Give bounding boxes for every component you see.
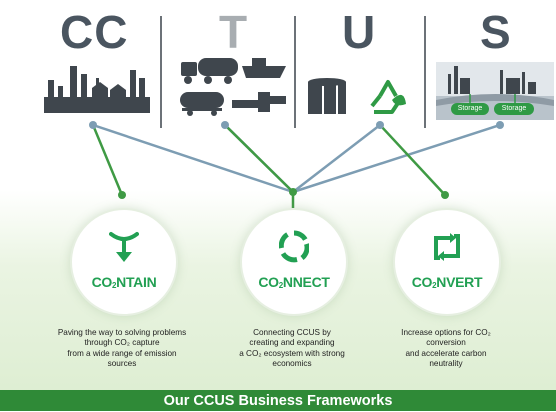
connection-lines	[91, 123, 501, 208]
framework-connect: CO2NNECT	[240, 208, 348, 316]
framework-contain-label: CO2NTAIN	[91, 274, 157, 290]
framework-connect-label: CO2NNECT	[258, 274, 330, 290]
industrial-plant-icon	[44, 66, 150, 113]
framework-convert-description: Increase options for CO₂ conversion and …	[401, 328, 491, 369]
stage-letter-cc: CC	[60, 6, 129, 58]
framework-connect-description: Connecting CCUS by creating and expandin…	[239, 328, 345, 369]
framework-convert-label: CO2NVERT	[411, 274, 483, 290]
transport-truck-ship-pipeline-icon	[180, 58, 286, 116]
stage-letter-s: S	[480, 6, 512, 58]
divider-3	[424, 16, 426, 128]
capture-arrow-icon	[109, 232, 139, 262]
convert-arrows-icon	[434, 233, 460, 261]
framework-contain-description: Paving the way to solving problems throu…	[57, 328, 187, 369]
divider-2	[294, 16, 296, 128]
storage-label-1: Storage	[457, 105, 483, 112]
framework-contain: CO2NTAIN	[70, 208, 178, 316]
offshore-storage-icon	[436, 62, 554, 120]
storage-label-2: Storage	[501, 105, 527, 112]
connection-nodes	[89, 121, 504, 199]
stage-letter-t: T	[219, 6, 249, 58]
divider-1	[160, 16, 162, 128]
stage-letters: CC T U S	[0, 4, 556, 64]
framework-convert: CO2NVERT	[393, 208, 501, 316]
tanks-and-recycle-icon	[308, 78, 406, 114]
connect-ring-icon	[279, 230, 309, 263]
stage-letter-u: U	[342, 6, 377, 58]
footer-banner: Our CCUS Business Frameworks	[0, 390, 556, 411]
